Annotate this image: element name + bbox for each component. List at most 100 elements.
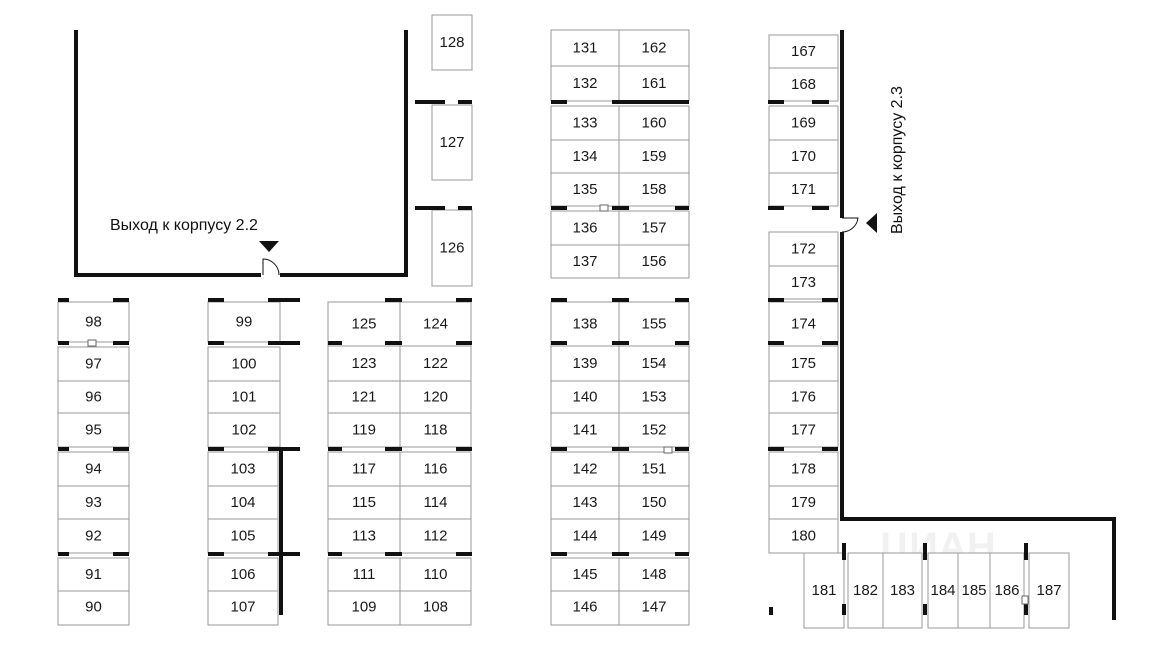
space-number: 169: [791, 115, 816, 132]
parking-space-97: 97: [57, 346, 130, 382]
space-outline: [399, 485, 472, 520]
parking-space-120: 120: [399, 380, 472, 414]
parking-space-136: 136: [550, 210, 620, 246]
divider-mark: [612, 447, 629, 451]
divider-mark: [268, 341, 300, 345]
space-outline: [57, 346, 130, 382]
space-outline: [57, 590, 130, 626]
exit-label-building-2-3: Выход к корпусу 2.3: [889, 86, 906, 234]
divider-mark: [208, 447, 224, 451]
parking-space-127: 127: [431, 104, 473, 181]
divider-mark: [385, 447, 402, 451]
space-outline: [550, 345, 620, 382]
divider-mark: [551, 552, 567, 556]
space-outline: [431, 209, 473, 287]
space-outline: [57, 518, 130, 554]
space-number: 179: [791, 494, 816, 511]
space-outline: [399, 412, 472, 448]
exit-label-building-2-2: Выход к корпусу 2.2: [110, 217, 258, 234]
divider-mark: [456, 298, 472, 302]
space-number: 96: [85, 389, 102, 406]
divider-mark: [58, 341, 69, 345]
space-outline: [618, 590, 690, 626]
charger-icon: [87, 339, 97, 347]
parking-space-111: 111: [327, 557, 401, 592]
parking-space-183: 183: [882, 552, 923, 629]
parking-space-132: 132: [550, 65, 620, 102]
divider-mark: [612, 100, 689, 104]
divider-mark: [822, 298, 838, 302]
parking-space-187: 187: [1028, 552, 1070, 629]
exit-arrow-left-icon: [866, 213, 877, 233]
space-outline: [327, 485, 401, 520]
space-number: 161: [641, 75, 666, 92]
charger-icon: [599, 204, 609, 212]
space-number: 184: [930, 582, 955, 599]
parking-space-90: 90: [57, 590, 130, 626]
space-outline: [768, 265, 839, 300]
parking-space-153: 153: [618, 380, 690, 414]
space-outline: [550, 518, 620, 554]
space-number: 141: [572, 422, 597, 439]
space-number: 167: [791, 43, 816, 60]
space-outline: [550, 139, 620, 174]
divider-mark: [385, 298, 402, 302]
space-number: 154: [641, 355, 666, 372]
space-outline: [768, 139, 839, 174]
parking-space-160: 160: [618, 105, 690, 141]
space-number: 114: [424, 494, 448, 511]
space-number: 101: [231, 389, 256, 406]
space-number: 100: [231, 356, 256, 373]
space-outline: [327, 557, 401, 592]
exit-arrow-down-icon: [259, 241, 279, 252]
parking-space-186: 186: [989, 552, 1025, 629]
walls: [74, 30, 1116, 620]
parking-space-118: 118: [399, 412, 472, 448]
parking-space-131: 131: [550, 29, 620, 67]
divider-mark: [768, 206, 784, 210]
space-number: 170: [791, 148, 816, 165]
parking-space-152: 152: [618, 412, 690, 448]
parking-space-114: 114: [399, 485, 472, 520]
divider-mark: [456, 341, 472, 345]
divider-mark: [842, 604, 846, 615]
divider-mark: [551, 341, 567, 345]
parking-space-146: 146: [550, 590, 620, 626]
divider-mark: [208, 341, 224, 345]
space-outline: [618, 380, 690, 414]
door-left-exit: [262, 258, 280, 276]
divider-mark: [842, 543, 846, 560]
space-number: 186: [994, 582, 1019, 599]
parking-space-172: 172: [768, 231, 839, 267]
space-number: 131: [572, 40, 597, 57]
parking-space-174: 174: [768, 301, 839, 347]
divider-mark: [768, 100, 784, 104]
parking-space-135: 135: [550, 172, 620, 207]
parking-space-167: 167: [768, 34, 839, 69]
divider-mark: [612, 552, 629, 556]
parking-space-148: 148: [618, 557, 690, 592]
space-outline: [618, 412, 690, 448]
space-number: 99: [236, 314, 253, 331]
parking-space-144: 144: [550, 518, 620, 554]
divider-mark: [812, 100, 829, 104]
space-number: 111: [353, 566, 376, 583]
parking-space-179: 179: [768, 485, 839, 520]
parking-space-154: 154: [618, 345, 690, 382]
parking-space-168: 168: [768, 67, 839, 102]
parking-space-155: 155: [618, 301, 690, 347]
parking-space-121: 121: [327, 380, 401, 414]
space-outline: [57, 451, 130, 487]
divider-mark: [822, 341, 838, 345]
divider-mark: [675, 447, 689, 451]
parking-space-158: 158: [618, 172, 690, 207]
space-outline: [399, 345, 472, 382]
divider-mark: [675, 298, 689, 302]
space-outline: [399, 518, 472, 554]
space-number: 124: [423, 316, 448, 333]
door-right-exit: [841, 217, 859, 233]
space-number: 137: [572, 253, 597, 270]
space-number: 134: [572, 148, 597, 165]
parking-space-96: 96: [57, 380, 130, 414]
space-number: 168: [791, 76, 816, 93]
